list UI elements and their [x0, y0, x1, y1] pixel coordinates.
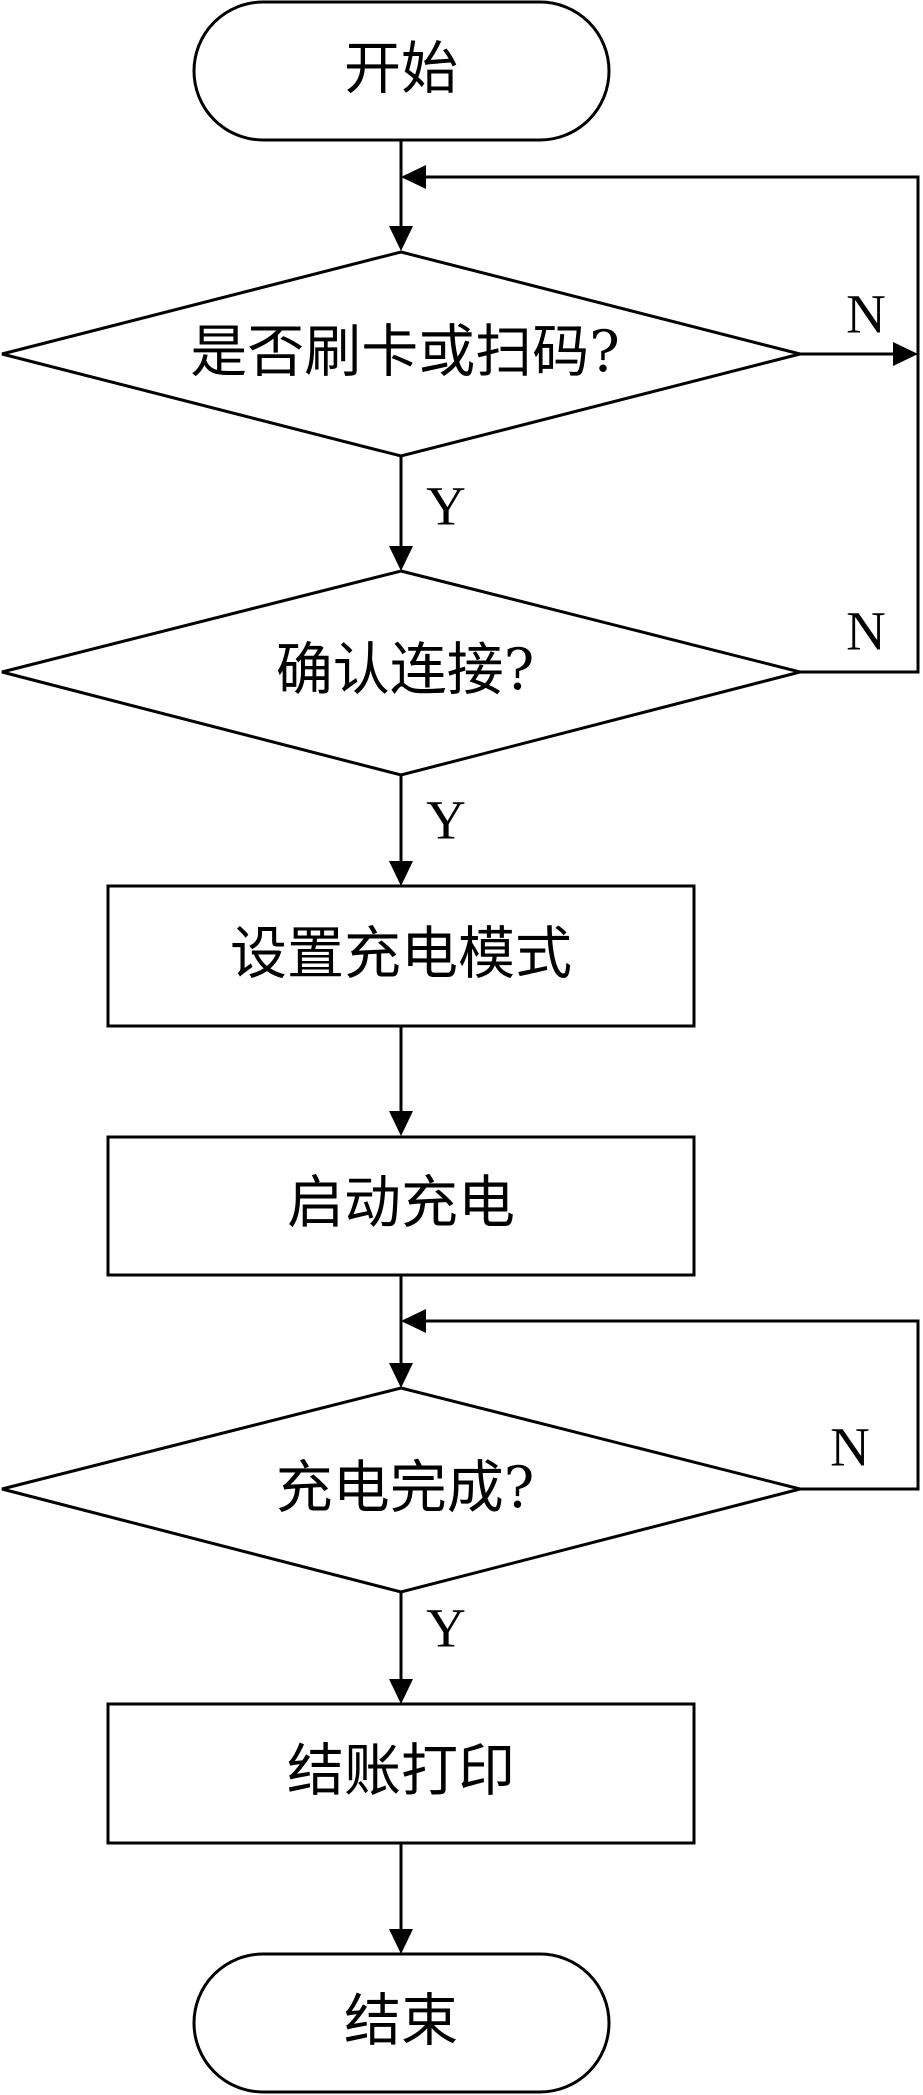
confirm-connect-no-label: N: [846, 601, 886, 662]
charge-done-decision: [1, 1386, 801, 1594]
arrowhead-icon: [401, 165, 426, 189]
set-mode-label: 设置充电模式: [230, 921, 572, 987]
set-mode-process: [106, 884, 696, 1028]
arrowhead-icon: [389, 1679, 413, 1704]
check-card-label: 是否刷卡或扫码?: [190, 319, 620, 385]
confirm-connect-yes-label: Y: [426, 790, 466, 851]
arrowhead-icon: [401, 1309, 426, 1333]
start-label: 开始: [344, 36, 458, 102]
edge-charge-done-no-loop: [416, 1319, 920, 1491]
node-start-charge: 启动充电: [106, 1135, 696, 1277]
start-charge-label: 启动充电: [287, 1170, 515, 1236]
node-check-card: 是否刷卡或扫码?: [1, 250, 801, 458]
edge-labels: N Y N Y N Y: [426, 284, 886, 1659]
arrowhead-icon: [389, 1929, 413, 1954]
edge-confirm-connect-no-loop: [416, 175, 920, 674]
arrowhead-icon: [389, 226, 413, 251]
connectors: [389, 140, 920, 1954]
arrowhead-icon: [389, 861, 413, 886]
arrowhead-icon: [389, 1363, 413, 1388]
end-terminal: [192, 1952, 611, 2094]
node-confirm-connect: 确认连接?: [1, 569, 801, 777]
confirm-connect-decision: [1, 569, 801, 777]
checkout-print-process: [106, 1702, 696, 1845]
arrowhead-icon: [389, 546, 413, 571]
node-checkout-print: 结账打印: [106, 1702, 696, 1845]
charge-done-no-label: N: [830, 1417, 870, 1478]
check-card-yes-label: Y: [426, 476, 466, 537]
arrowhead-icon: [893, 342, 918, 366]
end-label: 结束: [344, 1988, 458, 2054]
arrowhead-icon: [389, 1111, 413, 1136]
start-terminal: [192, 0, 611, 142]
node-set-mode: 设置充电模式: [106, 884, 696, 1028]
check-card-decision: [1, 250, 801, 458]
node-charge-done: 充电完成?: [1, 1386, 801, 1594]
start-charge-process: [106, 1135, 696, 1277]
checkout-print-label: 结账打印: [287, 1738, 515, 1804]
charge-done-label: 充电完成?: [276, 1455, 535, 1521]
check-card-no-label: N: [846, 284, 886, 345]
node-end: 结束: [192, 1952, 611, 2094]
charge-done-yes-label: Y: [426, 1598, 466, 1659]
confirm-connect-label: 确认连接?: [276, 637, 535, 703]
node-start: 开始: [192, 0, 611, 142]
